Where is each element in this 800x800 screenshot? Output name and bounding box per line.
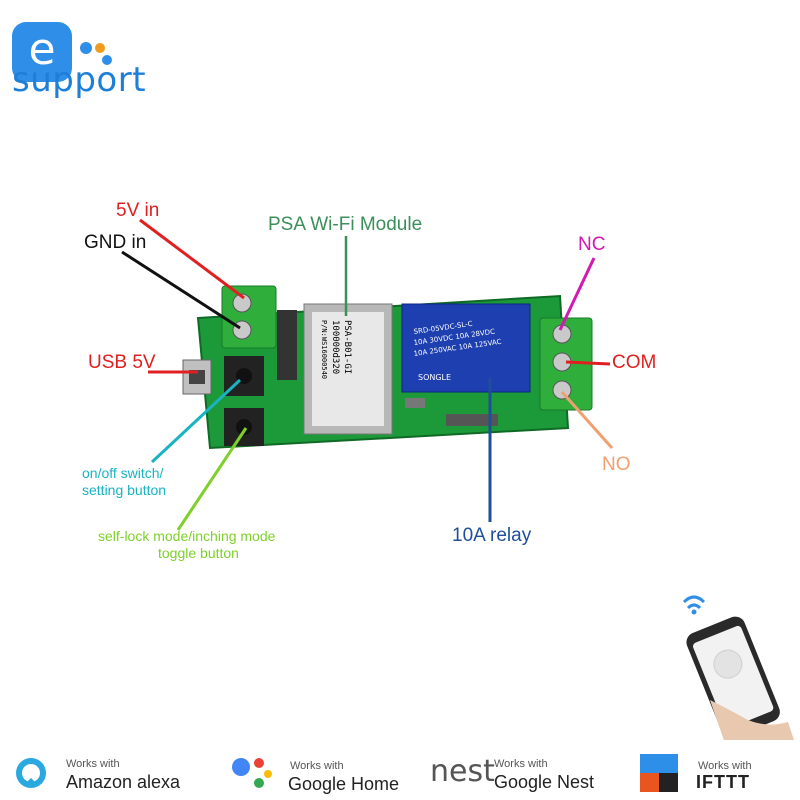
- label-wifi-module: PSA Wi-Fi Module: [268, 214, 423, 235]
- label-no: NO: [602, 454, 631, 475]
- esupport-logo-word: support: [12, 60, 147, 100]
- works-with-alexa: Works with: [66, 758, 120, 770]
- esupport-logo-mark: e: [12, 22, 72, 82]
- module-print-1: PSA-B01-GI: [342, 320, 352, 374]
- phone-in-hand-image: [682, 595, 794, 740]
- alexa-icon: [14, 756, 48, 795]
- logo-dots: [76, 40, 116, 75]
- brand-alexa: Amazon alexa: [66, 772, 181, 792]
- ifttt-icon: [640, 754, 678, 797]
- label-usb-5v: USB 5V: [88, 352, 156, 373]
- works-with-ifttt: Works with: [698, 760, 752, 772]
- brand-ifttt: IFTTT: [696, 772, 750, 792]
- google-assistant-icon: [230, 754, 274, 795]
- works-with-nest: Works with: [494, 758, 548, 770]
- brand-google-nest: Google Nest: [494, 772, 595, 792]
- module-print-3: P/N:WS16000540: [320, 320, 328, 379]
- nest-logo: nest: [430, 754, 495, 789]
- brand-google-home: Google Home: [288, 774, 400, 794]
- label-gnd-in: GND in: [84, 232, 147, 253]
- module-print-2: 100000d320: [330, 320, 340, 374]
- label-selflock-line1: self-lock mode/inching mode: [98, 528, 276, 544]
- works-with-google-home: Works with: [290, 760, 344, 772]
- label-10a-relay: 10A relay: [452, 525, 532, 546]
- label-5v-in: 5V in: [116, 200, 160, 221]
- label-onoff-line2: setting button: [82, 482, 167, 498]
- label-nc: NC: [578, 234, 606, 255]
- label-selflock-line2: toggle button: [158, 545, 239, 561]
- label-onoff-line1: on/off switch/: [82, 465, 164, 481]
- label-com: COM: [612, 352, 657, 373]
- relay-brand: SONGLE: [418, 373, 451, 382]
